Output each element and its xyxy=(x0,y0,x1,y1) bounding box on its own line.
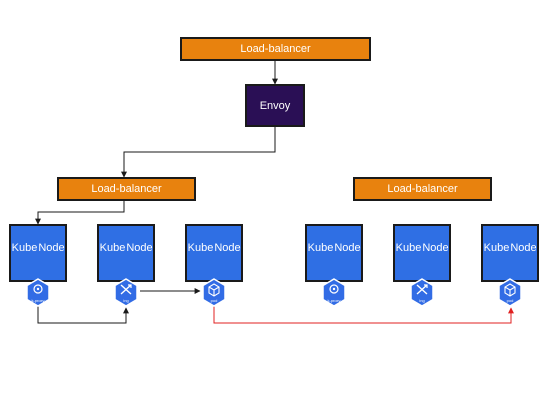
left-load-balancer[interactable]: Load-balancer xyxy=(57,177,196,201)
k-proxy-icon-label: k-proxy xyxy=(327,298,341,303)
top-load-balancer[interactable]: Load-balancer xyxy=(180,37,371,61)
pod-icon[interactable]: pod xyxy=(201,278,227,307)
kube-node-title: Kube xyxy=(11,242,38,254)
right-load-balancer[interactable]: Load-balancer xyxy=(353,177,492,201)
right-load-balancer-label: Load-balancer xyxy=(387,183,458,195)
k-proxy-icon[interactable]: k-proxy xyxy=(25,278,51,307)
arrow-pod-to-remote-pod xyxy=(213,306,514,324)
ing-icon[interactable]: ing xyxy=(113,278,139,307)
kube-node-title: Kube xyxy=(99,242,126,254)
arrow-left-lb-to-node xyxy=(35,201,125,225)
kube-node-title: Kube xyxy=(307,242,334,254)
kube-node-title: Kube xyxy=(483,242,510,254)
arrow-envoy-to-left-lb xyxy=(121,127,276,178)
envoy-proxy[interactable]: Envoy xyxy=(245,84,305,127)
kube-node-subtitle: Node xyxy=(126,242,153,254)
ing-icon[interactable]: ing xyxy=(409,278,435,307)
ing-icon-label: ing xyxy=(123,298,129,303)
kube-node-2[interactable]: Kube Node xyxy=(97,224,155,282)
k-proxy-icon-label: k-proxy xyxy=(31,298,45,303)
kube-node-3[interactable]: Kube Node xyxy=(185,224,243,282)
kube-node-6[interactable]: Kube Node xyxy=(481,224,539,282)
kube-node-subtitle: Node xyxy=(214,242,241,254)
k-proxy-icon[interactable]: k-proxy xyxy=(321,278,347,307)
ing-icon-label: ing xyxy=(419,298,425,303)
kube-node-subtitle: Node xyxy=(510,242,537,254)
kube-node-title: Kube xyxy=(395,242,422,254)
kube-node-5[interactable]: Kube Node xyxy=(393,224,451,282)
pod-icon-label: pod xyxy=(506,298,514,303)
pod-icon[interactable]: pod xyxy=(497,278,523,307)
kube-node-1[interactable]: Kube Node xyxy=(9,224,67,282)
kube-node-title: Kube xyxy=(187,242,214,254)
kube-node-subtitle: Node xyxy=(422,242,449,254)
envoy-label: Envoy xyxy=(259,99,291,112)
kube-node-subtitle: Node xyxy=(38,242,65,254)
pod-icon-label: pod xyxy=(210,298,218,303)
top-load-balancer-label: Load-balancer xyxy=(240,43,311,55)
left-load-balancer-label: Load-balancer xyxy=(91,183,162,195)
kube-node-subtitle: Node xyxy=(334,242,361,254)
arrow-kproxy-to-ing xyxy=(37,306,129,324)
kube-node-4[interactable]: Kube Node xyxy=(305,224,363,282)
